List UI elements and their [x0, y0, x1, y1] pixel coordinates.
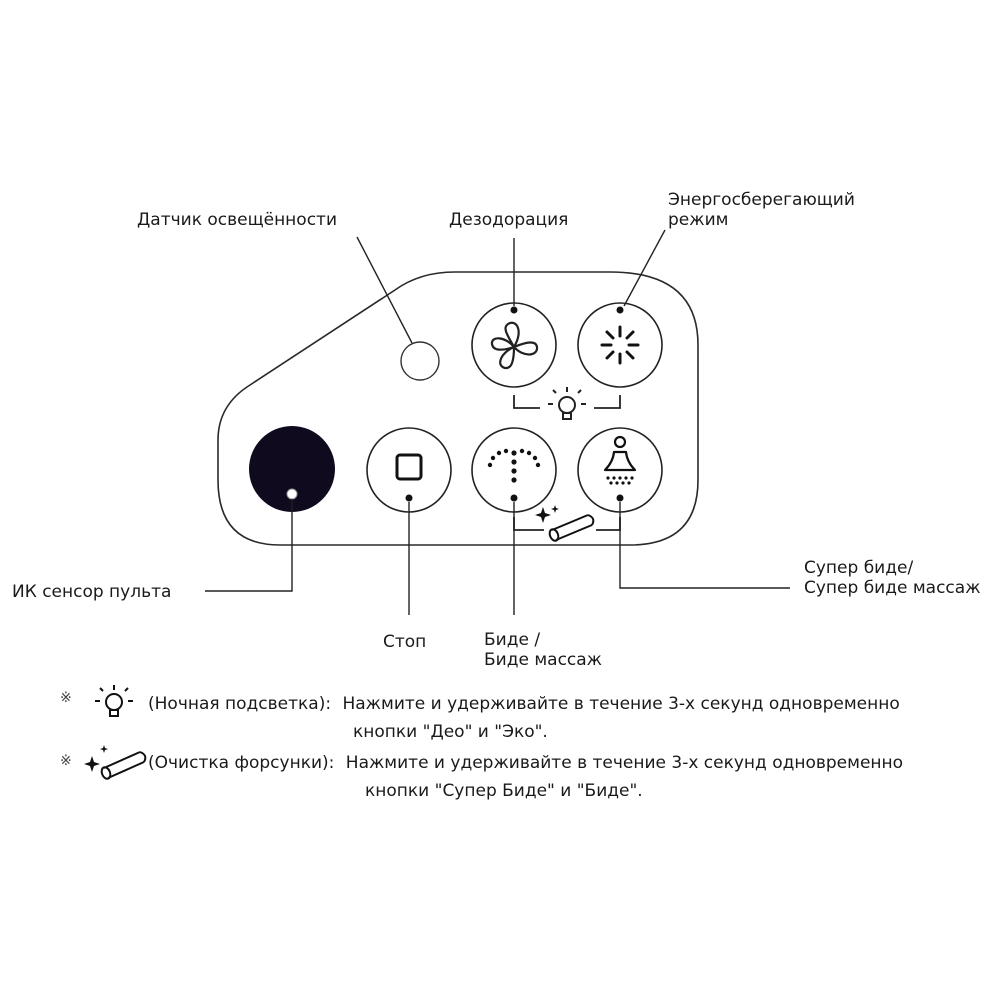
- note-night-light: (Ночная подсветка): Нажмите и удерживайт…: [148, 690, 900, 746]
- note-nozzle: (Очистка форсунки): Нажмите и удерживайт…: [148, 749, 903, 805]
- note-nozzle-line2: кнопки "Супер Биде" и "Биде".: [365, 781, 643, 801]
- night-light-bracket: [513, 395, 621, 409]
- bidet-indicator: [510, 494, 518, 502]
- label-bidet-line1: Биде /: [484, 630, 541, 650]
- note-nozzle-line1: Нажмите и удерживайте в течение 3-х секу…: [345, 753, 904, 773]
- label-bidet-line2: Биде массаж: [484, 650, 602, 670]
- note-marker-night-light: ※: [60, 690, 72, 706]
- super-bidet-indicator: [616, 494, 624, 502]
- label-eco-line1: Энергосберегающий: [668, 190, 855, 210]
- ir-sensor: [249, 426, 335, 512]
- label-light-sensor: Датчик освещённости: [137, 210, 337, 230]
- label-super-bidet-line2: Супер биде массаж: [804, 578, 981, 598]
- label-ir-sensor: ИК сенсор пульта: [12, 582, 172, 602]
- note-night-light-title: (Ночная подсветка):: [148, 694, 332, 714]
- person-spray-icon: [603, 435, 637, 472]
- eco-button[interactable]: [577, 302, 663, 388]
- note-night-light-line2: кнопки "Део" и "Эко".: [353, 722, 548, 742]
- leader-lines: [205, 229, 790, 615]
- fan-icon: [490, 321, 539, 370]
- super-bidet-button[interactable]: [577, 427, 663, 513]
- note-night-light-line1: Нажмите и удерживайте в течение 3-х секу…: [342, 694, 900, 714]
- label-stop: Стоп: [383, 632, 427, 652]
- stop-button[interactable]: [366, 427, 452, 513]
- bidet-button[interactable]: [471, 427, 557, 513]
- stop-indicator: [405, 494, 413, 502]
- eco-indicator: [616, 306, 624, 314]
- label-deodorization: Дезодорация: [449, 210, 569, 230]
- label-super-bidet-line1: Супер биде/: [804, 558, 914, 578]
- light-sensor: [400, 341, 440, 381]
- nozzle-cleaning-icon: [535, 505, 595, 542]
- spray-arc-icon: [487, 448, 541, 483]
- note-marker-nozzle: ※: [60, 753, 72, 769]
- spray-dots: [606, 476, 634, 485]
- lightbulb-icon: [548, 387, 586, 420]
- note-nozzle-title: (Очистка форсунки):: [148, 753, 335, 773]
- legend-lightbulb-icon: [95, 685, 133, 717]
- remote-outline: [217, 271, 699, 546]
- sparkle-icon: [600, 325, 640, 365]
- deo-indicator: [510, 306, 518, 314]
- label-eco-line2: режим: [668, 210, 729, 230]
- legend-nozzle-icon: [84, 745, 147, 780]
- square-icon: [395, 453, 423, 481]
- ir-sensor-dot: [286, 488, 298, 500]
- deo-button[interactable]: [471, 302, 557, 388]
